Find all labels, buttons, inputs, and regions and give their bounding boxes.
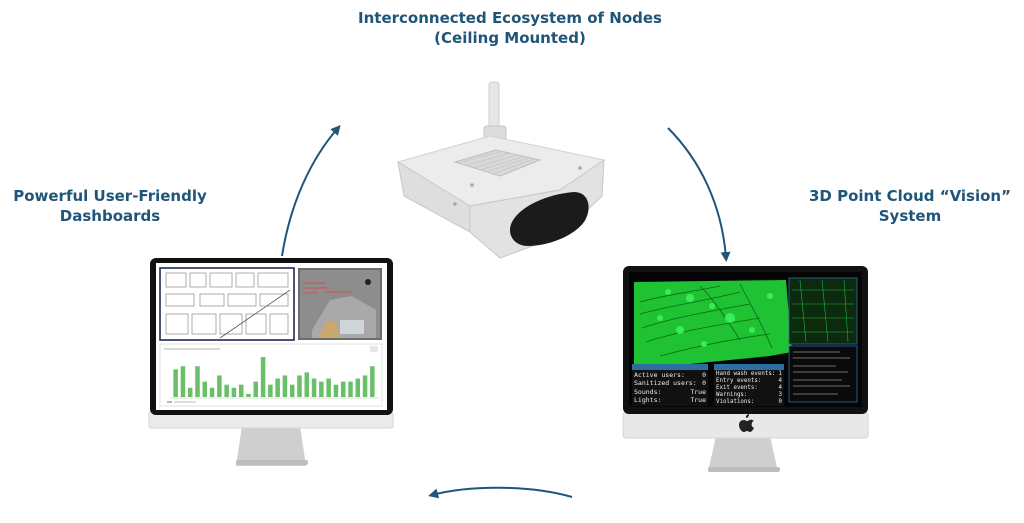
chart-bar (231, 387, 237, 397)
status-table-right: Hand wash events:1 Entry events:4 Exit e… (716, 371, 782, 406)
arrow-to-vision (667, 127, 731, 262)
stat-row: Hand wash events:1 (716, 371, 782, 377)
stat-row: Warnings:3 (716, 392, 782, 398)
stat-row: Exit events:4 (716, 385, 782, 391)
chart-bar (260, 357, 266, 397)
status-table-left: Active users:0 Sanitized users:0 Sounds:… (634, 371, 706, 405)
chart-bar (224, 384, 229, 397)
chart-bar (326, 378, 331, 397)
chart-bar (246, 393, 251, 397)
chart-bar (173, 369, 178, 397)
chart-bar (289, 384, 295, 397)
chart-bar (362, 375, 368, 397)
chart-bar (340, 381, 346, 397)
stat-row: Sanitized users:0 (634, 379, 706, 388)
chart-bar (180, 366, 186, 397)
label-point-cloud: 3D Point Cloud “Vision” System (790, 186, 1024, 226)
chart-bar (348, 381, 353, 397)
chart-bar (217, 375, 222, 397)
stat-row: Violations:0 (716, 399, 782, 405)
chart-bar (202, 381, 208, 397)
chart-bar (187, 387, 193, 397)
chart-bar (275, 378, 280, 397)
stat-row: Active users:0 (634, 371, 706, 379)
stat-row: Lights:True (634, 396, 706, 405)
label-ceiling-nodes: Interconnected Ecosystem of Nodes (Ceili… (300, 8, 720, 48)
chart-bar (304, 372, 310, 397)
label-line: Powerful User-Friendly (13, 187, 207, 205)
chart-bar (238, 384, 244, 397)
chart-bar (311, 378, 317, 397)
label-line: Dashboards (59, 207, 161, 225)
arrow-to-nodes (281, 124, 341, 257)
chart-bar (268, 384, 273, 397)
label-line: Interconnected Ecosystem of Nodes (358, 9, 662, 27)
label-line: (Ceiling Mounted) (434, 29, 586, 47)
label-line: 3D Point Cloud “Vision” (809, 187, 1011, 205)
chart-bar (209, 387, 215, 397)
arrow-to-dashboards (428, 486, 573, 499)
chart-bar (297, 375, 302, 397)
chart-bar (195, 366, 200, 397)
chart-bar (253, 381, 259, 397)
chart-bar (370, 366, 375, 397)
chart-bar (355, 378, 361, 397)
stat-row: Entry events:4 (716, 378, 782, 384)
label-line: System (878, 207, 942, 225)
chart-bar (282, 375, 288, 397)
chart-bar (319, 381, 324, 397)
label-dashboards: Powerful User-Friendly Dashboards (0, 186, 220, 226)
apple-logo-icon (739, 414, 754, 432)
bar-chart-dashboard (173, 357, 375, 397)
chart-bar (333, 384, 339, 397)
stat-row: Sounds:True (634, 387, 706, 396)
